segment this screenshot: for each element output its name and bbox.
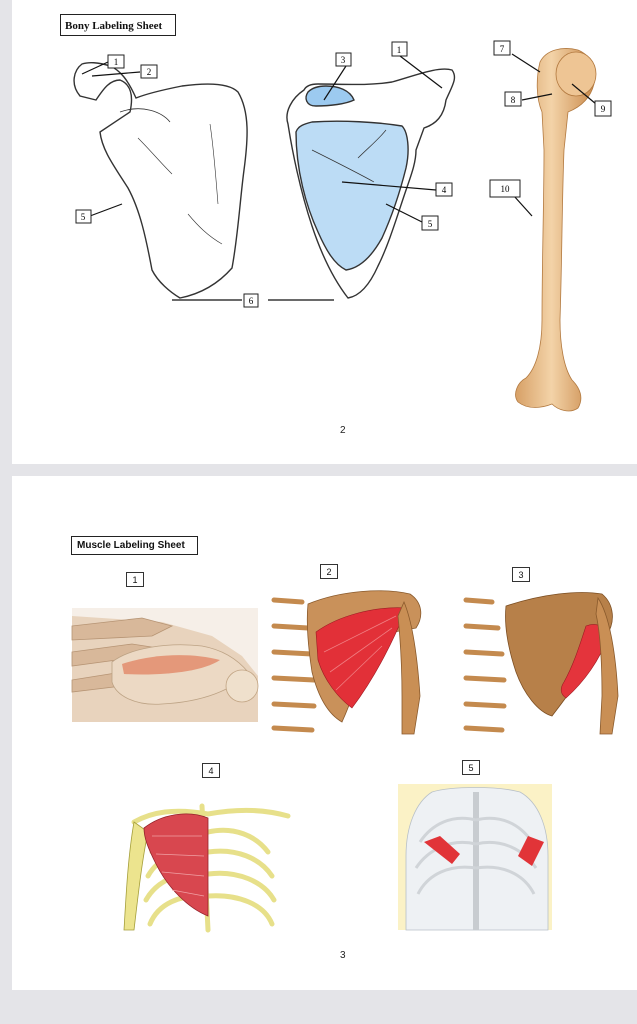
svg-text:9: 9: [601, 104, 606, 114]
label-box-1b: 1: [391, 41, 408, 57]
muscle-label-1: 1: [126, 572, 144, 587]
svg-text:5: 5: [428, 219, 433, 229]
muscle-image-4: [122, 794, 291, 933]
svg-text:8: 8: [511, 95, 516, 105]
muscle-image-2: [269, 588, 422, 735]
muscle-image-3: [463, 588, 623, 735]
label-box-4: 4: [435, 182, 453, 197]
bony-labels: 1 2 3 1 5 4 5 6 7 8 9 10: [75, 40, 612, 308]
label-box-6: 6: [243, 293, 259, 308]
bony-sheet-title: Bony Labeling Sheet: [60, 14, 176, 36]
svg-text:3: 3: [341, 55, 346, 65]
svg-text:7: 7: [500, 44, 505, 54]
svg-text:6: 6: [249, 296, 254, 306]
svg-text:1: 1: [397, 45, 402, 55]
page-muscle-sheet: Muscle Labeling Sheet 1 2 3 4 5: [12, 476, 637, 990]
svg-text:4: 4: [442, 185, 447, 195]
label-box-5a: 5: [75, 209, 92, 224]
label-box-9: 9: [594, 100, 612, 117]
label-box-7: 7: [493, 40, 511, 56]
svg-text:10: 10: [501, 184, 511, 194]
muscle-diagrams: [71, 588, 623, 933]
muscle-sheet-title: Muscle Labeling Sheet: [71, 536, 198, 555]
page-number: 3: [340, 950, 346, 961]
muscle-image-1: [71, 608, 259, 722]
muscle-label-4: 4: [202, 763, 220, 778]
muscle-label-5: 5: [462, 760, 480, 775]
label-box-3: 3: [335, 52, 352, 67]
muscle-image-5: [398, 784, 552, 931]
label-box-1a: 1: [107, 54, 125, 69]
label-box-2: 2: [140, 64, 158, 79]
leader-lines: [81, 53, 597, 301]
svg-text:1: 1: [114, 57, 119, 67]
label-box-8: 8: [504, 91, 522, 107]
label-box-10: 10: [489, 179, 521, 198]
scapula-posterior: [73, 61, 248, 299]
page-number: 2: [340, 425, 346, 436]
svg-text:2: 2: [147, 67, 152, 77]
humerus: [515, 48, 597, 412]
page-bony-sheet: Bony Labeling Sheet: [12, 0, 637, 464]
bony-diagram: 1 2 3 1 5 4 5 6 7 8 9 10: [73, 40, 612, 412]
muscle-label-3: 3: [512, 567, 530, 582]
svg-text:5: 5: [81, 212, 86, 222]
scapula-anterior: [286, 68, 456, 299]
label-box-5b: 5: [421, 215, 439, 231]
muscle-label-2: 2: [320, 564, 338, 579]
